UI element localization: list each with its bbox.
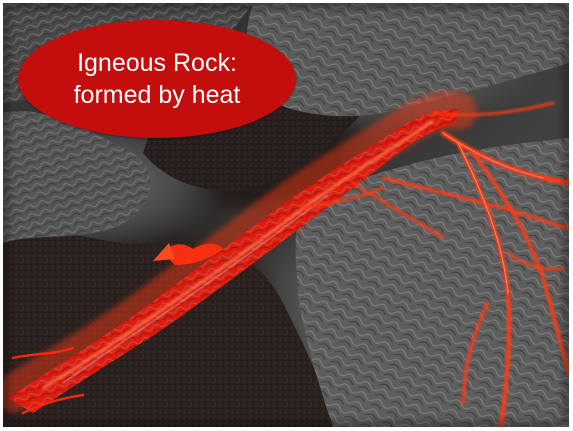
slide-title-line1: Igneous Rock: (77, 49, 237, 77)
lava-flow-photo (3, 3, 569, 427)
lava-flow-illustration (3, 3, 569, 427)
slide-title-bubble: Igneous Rock: formed by heat (18, 20, 296, 138)
slide-title-line2: formed by heat (73, 81, 241, 109)
